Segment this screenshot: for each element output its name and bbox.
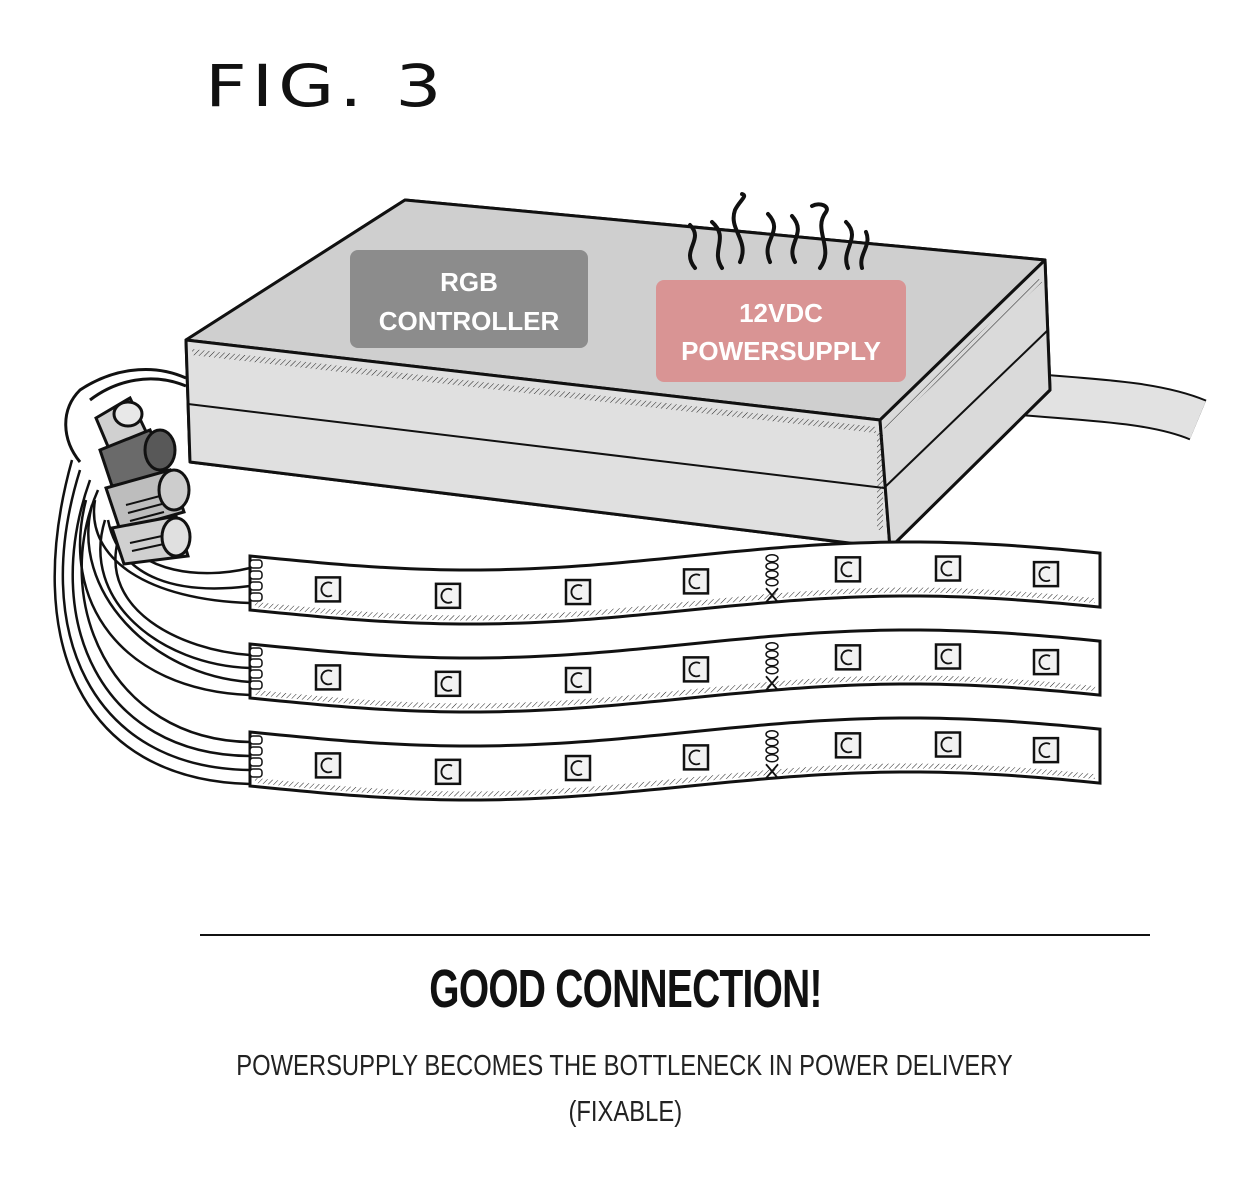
- strip-edge-hatching: [254, 763, 1096, 797]
- output-lead: [64, 367, 187, 463]
- led-chip-icon: [1032, 736, 1060, 764]
- solder-pads: [249, 735, 263, 778]
- led-chip-icon: [934, 731, 962, 758]
- caption-headline-text: GOOD CONNECTION!: [428, 959, 822, 1019]
- strip-body: [248, 716, 1102, 802]
- illustration: RGB CONTROLLER 12VDC POWERSUPPLY: [53, 192, 1207, 802]
- led-strip-3: [248, 716, 1102, 802]
- cut-line-icon: [765, 729, 779, 779]
- connectors: [94, 395, 192, 566]
- solder-pads: [249, 559, 263, 602]
- power-supply-label-line1: 12VDC: [739, 298, 823, 328]
- strip-body: [248, 540, 1102, 626]
- led-chip-icon: [1032, 648, 1060, 676]
- led-chip-icon: [834, 644, 862, 671]
- cut-line-icon: [765, 641, 779, 691]
- led-strip-1: [248, 540, 1102, 626]
- rgb-controller-panel: RGB CONTROLLER: [350, 250, 588, 348]
- led-chip-icon: [682, 568, 710, 595]
- caption-line-1-text: POWERSUPPLY BECOMES THE BOTTLENECK IN PO…: [236, 1050, 1014, 1082]
- led-chip-icon: [434, 670, 462, 698]
- rgb-controller-label-line1: RGB: [440, 267, 498, 297]
- strip-edge-hatching: [254, 587, 1096, 621]
- led-chip-icon: [1032, 560, 1060, 588]
- strip-body: [248, 628, 1102, 714]
- caption-line-2-text: (FIXABLE): [568, 1096, 682, 1128]
- controller-housing: [184, 198, 1052, 550]
- led-chip-icon: [314, 752, 342, 779]
- caption-divider: [200, 934, 1150, 936]
- led-chip-icon: [934, 643, 962, 670]
- figure-label: FIG. 3: [205, 52, 447, 120]
- led-chip-icon: [934, 555, 962, 582]
- strip-edge-hatching: [254, 675, 1096, 709]
- solder-pads: [249, 647, 263, 690]
- led-chip-icon: [434, 758, 462, 786]
- wire-nut-3: [104, 468, 191, 532]
- led-chip-icon: [564, 666, 592, 694]
- cut-line-icon: [765, 553, 779, 603]
- led-chip-icon: [834, 732, 862, 759]
- led-chip-icon: [834, 556, 862, 583]
- strip-wires: [53, 459, 251, 786]
- led-chip-icon: [434, 582, 462, 610]
- power-supply-panel: 12VDC POWERSUPPLY: [656, 280, 906, 382]
- caption-line-1: POWERSUPPLY BECOMES THE BOTTLENECK IN PO…: [0, 1050, 1250, 1083]
- led-strip-2: [248, 628, 1102, 714]
- led-chip-icon: [314, 576, 342, 603]
- caption-line-2: (FIXABLE): [0, 1096, 1250, 1129]
- led-chip-icon: [314, 664, 342, 691]
- rgb-controller-label-line2: CONTROLLER: [379, 306, 560, 336]
- led-chip-icon: [682, 744, 710, 771]
- wire-nut-4: [110, 514, 192, 566]
- power-supply-label-line2: POWERSUPPLY: [681, 336, 881, 366]
- led-chip-icon: [564, 578, 592, 606]
- caption-headline: GOOD CONNECTION!: [0, 958, 1250, 1020]
- heat-waves-icon: [688, 192, 870, 270]
- led-chip-icon: [564, 754, 592, 782]
- led-strips: [248, 540, 1102, 802]
- led-chip-icon: [682, 656, 710, 683]
